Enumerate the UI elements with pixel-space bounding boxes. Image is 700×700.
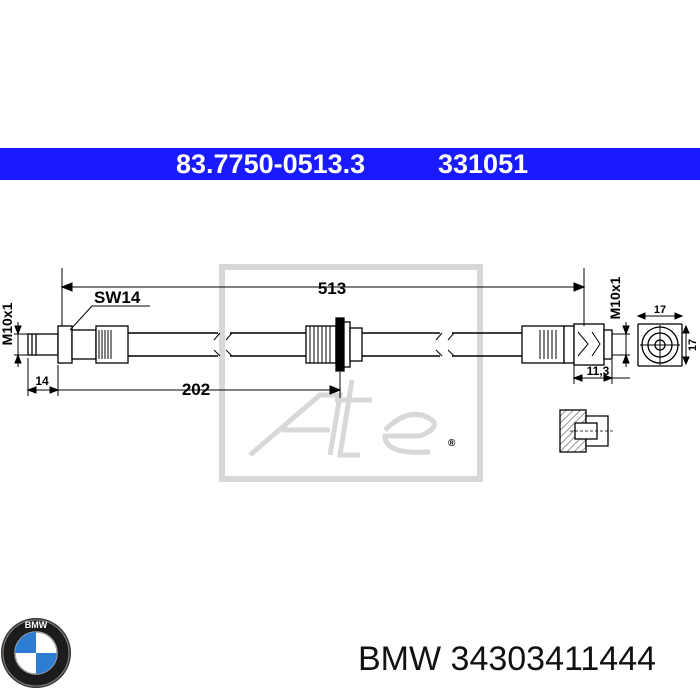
part-number: 83.7750-0513.3 bbox=[176, 149, 366, 179]
right-thread-label: M10x1 bbox=[607, 276, 623, 319]
left-fitting bbox=[27, 325, 129, 364]
footer-part-label: BMW 34303411444 bbox=[358, 640, 656, 679]
total-length-label: 513 bbox=[318, 279, 346, 298]
right-fitting bbox=[521, 323, 613, 366]
hex-width-side-label: 17 bbox=[687, 339, 699, 351]
ate-watermark: ® bbox=[219, 264, 483, 482]
bmw-logo-letters: BMW bbox=[25, 620, 48, 630]
left-thread-label: M10x1 bbox=[0, 302, 15, 345]
footer-brand: BMW bbox=[358, 640, 442, 678]
section-detail bbox=[559, 409, 614, 453]
ate-number: 331051 bbox=[438, 149, 529, 179]
hex-width-top-label: 17 bbox=[654, 304, 666, 316]
dimension-lines bbox=[14, 268, 690, 398]
middle-bracket-fitting bbox=[305, 317, 363, 372]
hex-end-view bbox=[637, 323, 683, 367]
bracket-distance-label: 202 bbox=[182, 380, 210, 399]
title-banner: 83.7750-0513.3 331051 bbox=[0, 148, 700, 180]
wrench-size-label: SW14 bbox=[94, 288, 141, 307]
left-fitting-length-label: 14 bbox=[35, 374, 49, 388]
hose-body bbox=[128, 332, 522, 357]
right-fitting-length-label: 11,3 bbox=[587, 364, 610, 378]
watermark-mark: ® bbox=[448, 438, 456, 449]
bmw-logo: BMW bbox=[1, 618, 71, 688]
footer-part-number: 34303411444 bbox=[450, 640, 657, 678]
